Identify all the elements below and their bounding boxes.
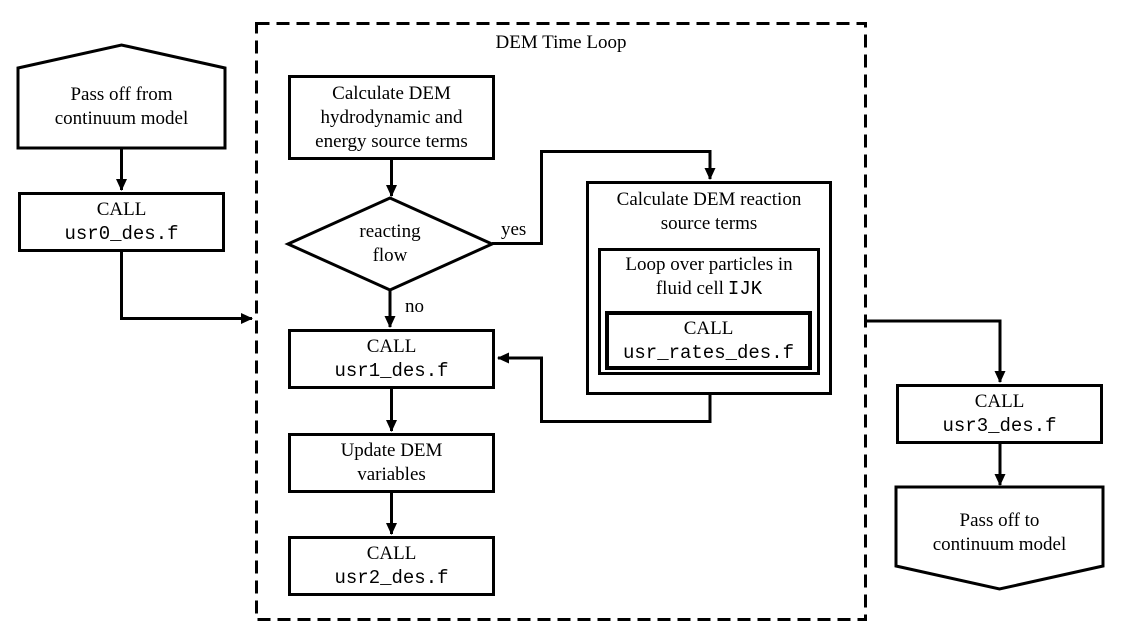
- dem-loop-title: DEM Time Loop: [256, 31, 866, 55]
- node-pass-from-continuum: Pass off from continuum model: [20, 68, 223, 146]
- node-pass-to-continuum: Pass off to continuum model: [898, 493, 1101, 573]
- calc-reaction-label: Calculate DEM reaction source terms: [616, 189, 802, 234]
- loop-particles-line2: fluid cell IJK: [656, 277, 762, 301]
- usr1-code: usr1_des.f: [334, 360, 449, 382]
- loop-particles-line2-text: fluid cell: [655, 278, 724, 299]
- edge-usr0-to-demloop: [120, 252, 253, 324]
- decision-label: reacting flow: [359, 221, 421, 266]
- usr-rates-code: usr_rates_des.f: [622, 341, 795, 364]
- usr3-call-word: CALL: [974, 391, 1025, 412]
- node-call-usr0: CALL usr0_des.f: [18, 192, 225, 252]
- shape-pass-to-continuum: [894, 485, 1105, 591]
- usr2-code: usr2_des.f: [334, 567, 449, 589]
- node-call-usr3: CALL usr3_des.f: [896, 384, 1103, 444]
- usr1-call-word: CALL: [366, 336, 417, 357]
- edge-reaction-to-usr1: [497, 352, 712, 423]
- loop-particles-line1: Loop over particles in: [625, 254, 793, 275]
- update-dem-label: Update DEM variables: [340, 440, 443, 485]
- usr3-code: usr3_des.f: [942, 415, 1057, 437]
- node-call-usr-rates: CALL usr_rates_des.f: [605, 311, 812, 370]
- usr2-call-word: CALL: [366, 543, 417, 564]
- calc-hydro-label: Calculate DEM hydrodynamic and energy so…: [315, 82, 468, 152]
- loop-particles-line2-code: IJK: [727, 278, 763, 300]
- node-call-usr2: CALL usr2_des.f: [288, 536, 495, 596]
- usr0-call-word: CALL: [96, 199, 147, 220]
- usr-rates-call-word: CALL: [683, 317, 734, 339]
- edge-decision-yes-to-reaction: [492, 150, 716, 245]
- node-update-dem-variables: Update DEM variables: [288, 433, 495, 493]
- shape-pass-from-continuum: [16, 43, 227, 150]
- edge-demloop-to-usr3: [866, 319, 1006, 383]
- pass-from-label: Pass off from continuum model: [54, 84, 189, 129]
- edge-label-no: no: [405, 296, 424, 317]
- node-decision-reacting-flow: reacting flow: [288, 200, 492, 288]
- node-call-usr1: CALL usr1_des.f: [288, 329, 495, 389]
- edge-label-yes: yes: [501, 219, 527, 240]
- dem-loop-dashed-border: [255, 22, 867, 621]
- node-calc-hydro: Calculate DEM hydrodynamic and energy so…: [288, 75, 495, 160]
- pass-to-label: Pass off to continuum model: [932, 510, 1067, 555]
- dem-loop-title-text: DEM Time Loop: [495, 32, 627, 53]
- usr0-code: usr0_des.f: [64, 223, 179, 245]
